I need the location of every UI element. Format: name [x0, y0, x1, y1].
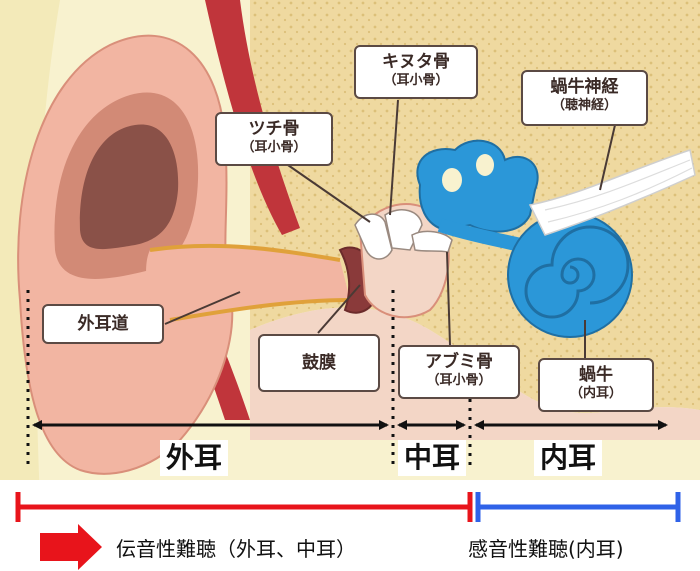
label-cochlea-main: 蝸牛 [579, 365, 613, 385]
label-cochlea-sub: （内耳） [569, 386, 622, 402]
ear-canal [146, 243, 351, 322]
label-kinutakotsu-sub: （耳小骨） [383, 73, 449, 89]
label-cochlea: 蝸牛 （内耳） [538, 358, 654, 412]
legend-sensorineural-hearing-loss: 感音性難聴(内耳) [468, 537, 624, 561]
conductive-arrow-icon [40, 524, 102, 570]
label-kinutakotsu: キヌタ骨 （耳小骨） [354, 45, 478, 99]
label-eardrum: 鼓膜 [258, 334, 380, 392]
label-abumikotsu-main: アブミ骨 [425, 352, 493, 372]
label-eardrum-text: 鼓膜 [302, 353, 336, 373]
leader-lines [164, 99, 616, 360]
label-tsuchikotsu: ツチ骨 （耳小骨） [215, 112, 333, 166]
label-cochlear-nerve-main: 蝸牛神経 [550, 77, 619, 97]
label-cochlear-nerve: 蝸牛神経 （聴神経） [521, 70, 648, 126]
label-ear-canal-text: 外耳道 [77, 314, 129, 334]
label-tsuchikotsu-main: ツチ骨 [248, 119, 300, 139]
label-tsuchikotsu-sub: （耳小骨） [241, 140, 307, 156]
label-kinutakotsu-main: キヌタ骨 [382, 52, 450, 72]
hearing-loss-range-bars [0, 480, 700, 571]
label-cochlear-nerve-sub: （聴神経） [551, 98, 617, 114]
region-outer-ear: 外耳 [160, 440, 229, 476]
white-band [0, 480, 700, 571]
auditory-nerve [528, 149, 696, 236]
inner-ear-labyrinth [416, 139, 633, 338]
region-middle-ear: 中耳 [398, 440, 467, 476]
conductive-range-bar [15, 492, 473, 522]
sensorineural-range-bar [475, 492, 681, 522]
ossicles [354, 209, 453, 260]
label-abumikotsu-sub: （耳小骨） [426, 373, 492, 389]
label-abumikotsu: アブミ骨 （耳小骨） [398, 345, 520, 399]
region-inner-ear: 内耳 [534, 440, 603, 476]
label-ear-canal: 外耳道 [42, 304, 164, 344]
legend-conductive-hearing-loss: 伝音性難聴（外耳、中耳） [116, 537, 356, 561]
